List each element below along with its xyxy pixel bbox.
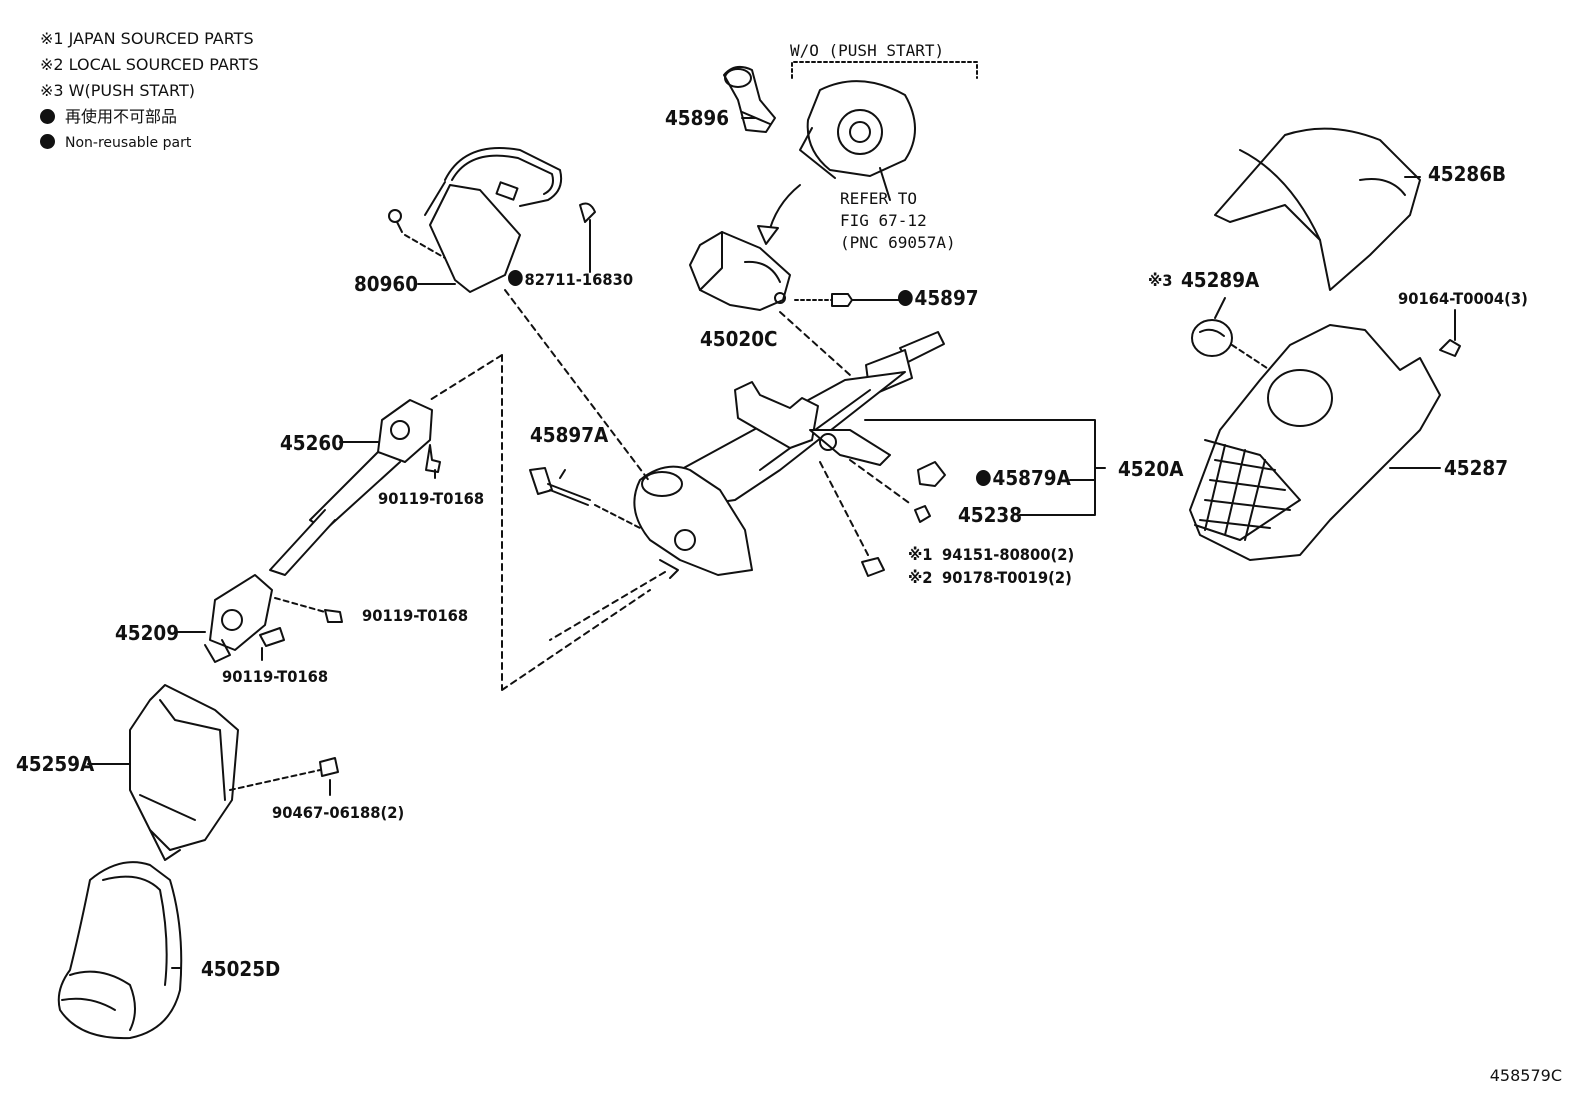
column-boot-45025D-icon [57,861,183,1040]
steering-column-4520A-icon [633,331,945,579]
label-45286B[interactable]: 45286B [1428,162,1507,186]
label-45020C[interactable]: 45020C [700,327,778,351]
header-note: W/O (PUSH START) [790,41,945,60]
diagram-code: 458579C [1489,1066,1562,1085]
label-82711-text: 82711-16830 [524,270,634,289]
legend-japan-sourced: ※1 JAPAN SOURCED PARTS [40,29,254,48]
label-45209[interactable]: 45209 [115,621,180,645]
cap-45289A-icon [1191,319,1271,371]
label-45025D[interactable]: 45025D [201,957,281,981]
column-cover-45259A-icon [129,684,339,861]
bolt-45238-icon [914,505,931,523]
label-45289A[interactable]: 45289A [1181,268,1260,292]
shaft-group-outline [429,354,651,691]
refer-note-line3: (PNC 69057A) [840,233,956,252]
label-90119-T0168-a[interactable]: 90119-T0168 [378,489,485,508]
non-reusable-bullet-icon [40,134,55,149]
legend-local-sourced: ※2 LOCAL SOURCED PARTS [40,55,259,74]
label-82711-16830[interactable]: 82711-16830 [508,270,633,289]
label-45879A-text: 45879A [992,466,1071,490]
label-45238[interactable]: 45238 [958,503,1023,527]
legend-non-reusable-en-text: Non-reusable part [65,135,192,151]
label-4520A[interactable]: 4520A [1118,457,1184,481]
label-45896[interactable]: 45896 [665,106,730,130]
refer-note-line2: FIG 67-12 [840,211,927,230]
nut-94151-icon [861,557,885,577]
label-90164-T0004[interactable]: 90164-T0004(3) [1398,289,1528,308]
label-94151-mark: ※1 [908,545,933,564]
label-90467-06188[interactable]: 90467-06188(2) [272,803,405,822]
non-reusable-bullet-icon [898,290,913,306]
label-45879A[interactable]: 45879A [976,467,1071,489]
label-80960[interactable]: 80960 [354,272,419,296]
legend-non-reusable-jp-text: 再使用不可部品 [65,107,178,126]
label-94151-80800[interactable]: 94151-80800(2) [942,545,1075,564]
label-45289A-mark: ※3 [1148,271,1173,290]
label-90178-T0019[interactable]: 90178-T0019(2) [942,568,1072,587]
label-90178-mark: ※2 [908,568,933,587]
label-90119-T0168-c[interactable]: 90119-T0168 [222,667,329,686]
lock-housing-45020C-icon [689,231,906,311]
refer-arrow-head [757,225,779,245]
universal-joint-45209-icon [204,574,343,663]
clip-45879A-icon [917,461,946,487]
sensor-harness-80960-icon [388,147,596,293]
legend: ※1 JAPAN SOURCED PARTS ※2 LOCAL SOURCED … [40,26,259,156]
key-cap-45896-icon [723,65,776,133]
legend-push-start: ※3 W(PUSH START) [40,81,195,100]
non-reusable-bullet-icon [976,470,991,486]
lower-cover-45287-icon [1189,324,1461,561]
bolt-45897A-icon [529,467,641,529]
ignition-switch-icon [799,80,916,201]
legend-non-reusable-en: Non-reusable part [40,130,259,156]
label-45897A[interactable]: 45897A [530,423,609,447]
refer-note-line1: REFER TO [840,189,918,208]
label-90119-T0168-b[interactable]: 90119-T0168 [362,606,469,625]
label-45259A[interactable]: 45259A [16,752,95,776]
label-45897-text: 45897 [914,286,979,310]
upper-cover-45286B-icon [1214,127,1421,291]
label-45897[interactable]: 45897 [898,287,979,309]
label-45287[interactable]: 45287 [1444,456,1509,480]
label-45260[interactable]: 45260 [280,431,345,455]
legend-non-reusable-jp: 再使用不可部品 [40,104,259,130]
wo-push-start-bracket [791,61,978,79]
intermediate-shaft-45260-icon [269,399,441,576]
non-reusable-bullet-icon [508,270,523,286]
non-reusable-bullet-icon [40,109,55,124]
